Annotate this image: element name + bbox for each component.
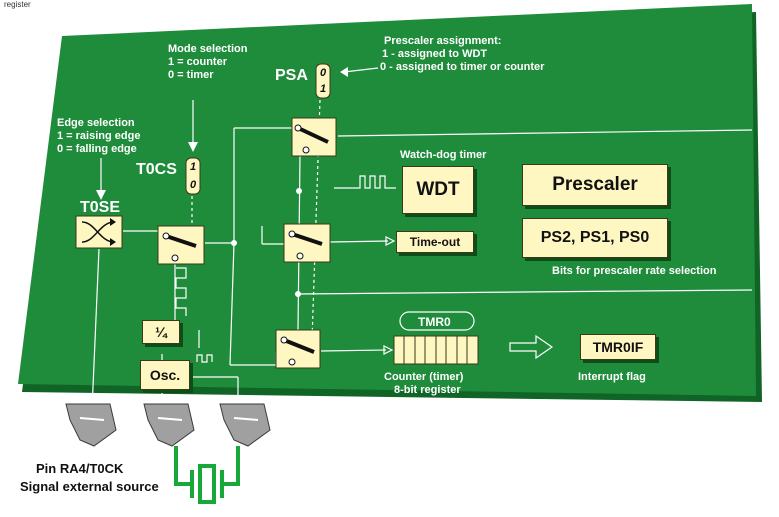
bits-rate-label: Bits for prescaler rate selection: [552, 265, 717, 277]
prescaler-block: Prescaler: [522, 164, 668, 206]
pulse-trains: [175, 175, 396, 363]
hollow-arrowheads: [383, 236, 396, 355]
psa-wdt-label: 1 - assigned to WDT: [382, 48, 488, 60]
tose-label: T0SE: [80, 199, 121, 216]
tocs-label: T0CS: [136, 161, 177, 178]
tocs-bit-0: 0: [190, 179, 197, 191]
mode-counter-label: 1 = counter: [168, 56, 227, 68]
interrupt-flag-label: Interrupt flag: [578, 371, 646, 383]
junction-nodes: [231, 188, 302, 297]
oscillator-block: Osc.: [140, 360, 190, 390]
crystal-icon: [174, 446, 240, 504]
psa-bit-0: 0: [320, 67, 327, 79]
bit-pills: [185, 63, 331, 195]
psa-bit-1: 1: [320, 83, 327, 95]
watchdog-label: Watch-dog timer: [400, 149, 487, 161]
tocs-bit-1: 1: [190, 161, 197, 173]
tmr0-label: TMR0: [418, 315, 451, 329]
psa-label: PSA: [275, 67, 308, 84]
board: [18, 4, 756, 396]
interrupt-arrow: [509, 334, 554, 360]
signal-source-label: Signal external source: [20, 479, 159, 494]
switches: [157, 117, 337, 369]
psa-title: Prescaler assignment:: [384, 35, 502, 47]
register-8bit-label: 8-bit register: [394, 384, 461, 396]
arrowheads: [96, 67, 348, 200]
mode-selection-title: Mode selection: [168, 43, 248, 55]
edge-selection-title: Edge selection: [57, 117, 135, 129]
pin-label: Pin RA4/T0CK: [36, 461, 124, 476]
wdt-block: WDT: [402, 166, 474, 214]
pins: [65, 403, 271, 447]
edge-rising-label: 1 = raising edge: [57, 130, 141, 142]
mode-timer-label: 0 = timer: [168, 69, 214, 81]
wires: [91, 67, 753, 412]
top-label: register: [4, 0, 31, 9]
psa-timer-label: 0 - assigned to timer or counter: [380, 61, 545, 73]
timeout-block: Time-out: [396, 231, 474, 253]
tmr0if-block: TMR0IF: [580, 334, 656, 360]
ps-bits-block: PS2, PS1, PS0: [522, 218, 668, 258]
edge-falling-label: 0 = falling edge: [57, 143, 137, 155]
tose-block: [75, 215, 123, 249]
tmr0-pill: [399, 311, 475, 331]
counter-timer-label: Counter (timer): [384, 371, 464, 383]
counter-register: [393, 335, 479, 365]
divide-by-four-block: ¼: [142, 320, 180, 344]
